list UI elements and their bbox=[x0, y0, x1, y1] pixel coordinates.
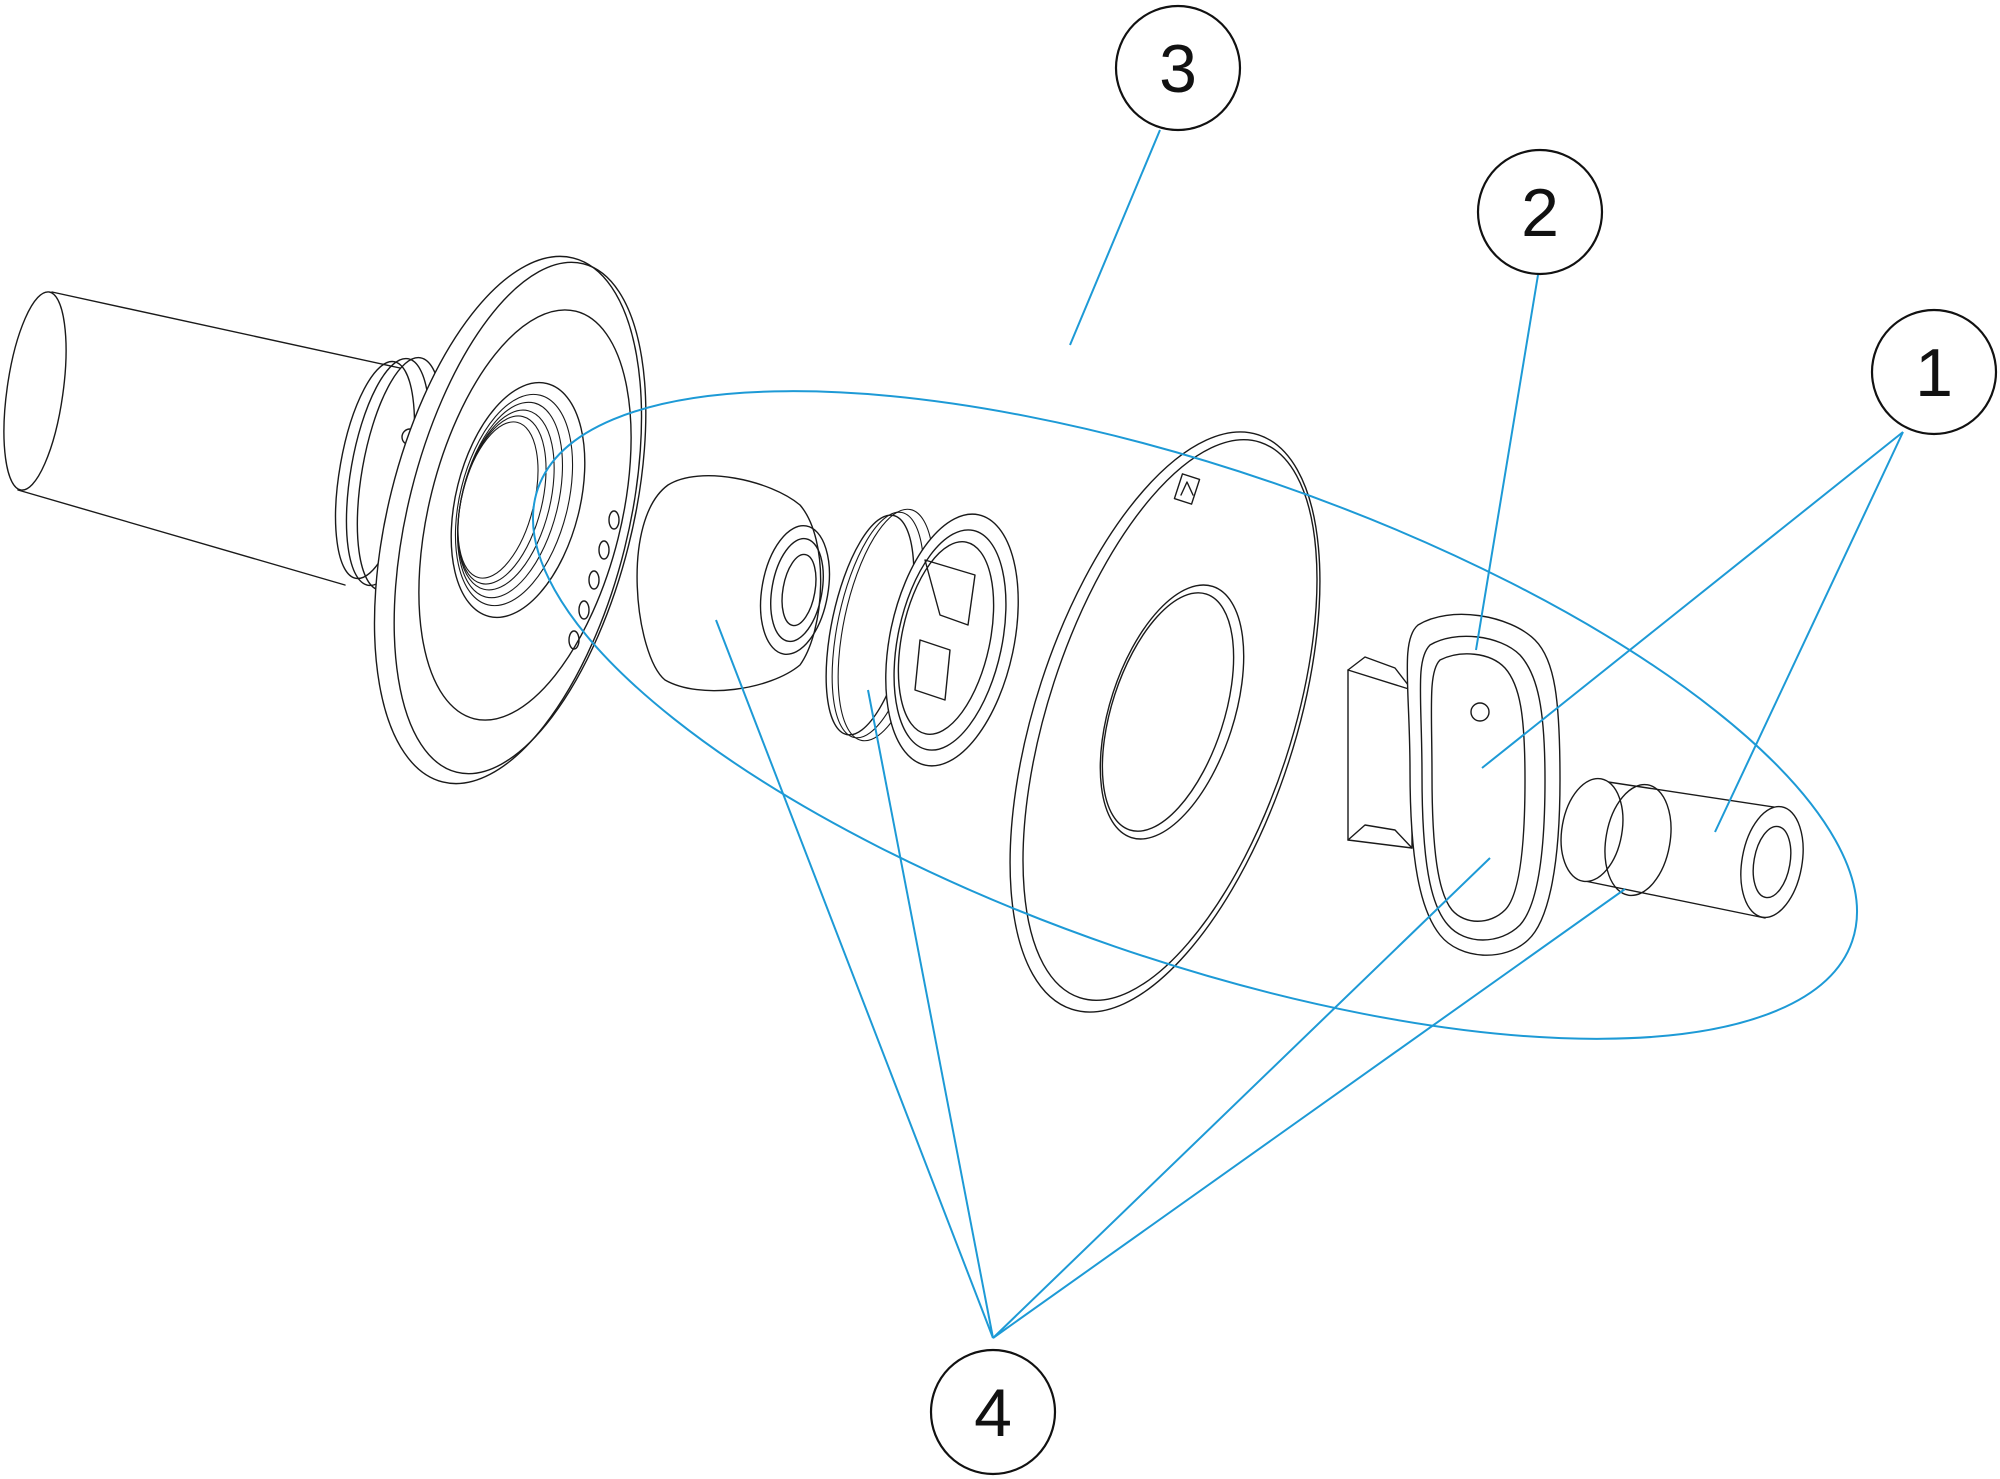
leader-1b bbox=[1714, 431, 1904, 833]
callout-1-label: 1 bbox=[1915, 335, 1953, 411]
group-outline-ellipse bbox=[532, 390, 1858, 1040]
plug-part bbox=[1560, 777, 1804, 919]
callout-4-label: 4 bbox=[974, 1375, 1012, 1451]
leader-3 bbox=[1069, 129, 1161, 346]
nozzle-ring-part bbox=[825, 508, 1019, 767]
key-tool-part bbox=[1347, 613, 1561, 956]
leader-2 bbox=[1475, 274, 1539, 651]
leader-lines bbox=[532, 129, 1904, 1339]
wall-fitting-part bbox=[3, 255, 647, 785]
leader-1a bbox=[1481, 431, 1904, 769]
leader-4b bbox=[867, 689, 994, 1339]
leader-4d bbox=[992, 888, 1626, 1339]
face-plate-part bbox=[1009, 431, 1321, 1013]
callout-2-label: 2 bbox=[1521, 175, 1559, 251]
callout-1: 1 bbox=[1870, 308, 1998, 436]
leader-4c bbox=[992, 857, 1491, 1339]
callout-4: 4 bbox=[929, 1348, 1057, 1476]
eyeball-part bbox=[636, 475, 831, 692]
callout-3-label: 3 bbox=[1159, 31, 1197, 107]
callout-3: 3 bbox=[1114, 4, 1242, 132]
callout-2: 2 bbox=[1476, 148, 1604, 276]
leader-4a bbox=[715, 619, 994, 1339]
